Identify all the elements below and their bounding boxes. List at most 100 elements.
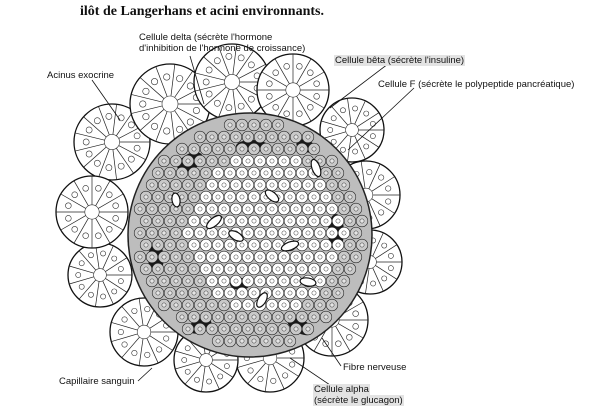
acinar-nucleus — [95, 185, 102, 192]
acinar-lumen — [104, 134, 120, 150]
alpha-cell — [235, 310, 249, 324]
acinar-nucleus — [296, 63, 303, 70]
beta-cell — [319, 238, 333, 252]
capillary — [228, 230, 244, 242]
cell-nucleus — [173, 158, 179, 164]
cell-nucleus — [251, 242, 257, 248]
acinar-nucleus — [205, 90, 213, 98]
beta-cell — [229, 154, 243, 168]
alpha-cell — [349, 250, 363, 264]
cell-nucleus — [191, 314, 197, 320]
cell-nucleus — [245, 134, 251, 140]
alpha-cell — [193, 274, 207, 288]
beta-cell — [307, 286, 321, 300]
acinar-nucleus — [100, 250, 106, 257]
alpha-cell — [307, 142, 321, 156]
alpha-cell — [229, 130, 243, 144]
beta-cell — [295, 286, 309, 300]
cell-nucleus — [215, 170, 221, 176]
alpha-cell — [175, 238, 189, 252]
beta-cell — [187, 238, 201, 252]
beta-cell — [247, 286, 261, 300]
acinar-nucleus — [111, 288, 118, 295]
cell-nucleus — [299, 266, 305, 272]
alpha-cell — [271, 334, 285, 348]
acinar-nucleus — [225, 104, 233, 111]
cell-nucleus — [155, 194, 161, 200]
cell-nucleus — [251, 170, 257, 176]
leader-line — [137, 367, 153, 382]
acinar-lumen — [136, 324, 152, 340]
cell-nucleus — [269, 134, 275, 140]
alpha-cell — [181, 298, 195, 312]
acinar-nucleus — [78, 260, 85, 267]
beta-cell — [265, 298, 279, 312]
alpha-cell — [151, 166, 165, 180]
cell-nucleus — [221, 158, 227, 164]
acinar-cell-wall — [357, 112, 380, 127]
alpha-cell — [151, 214, 165, 228]
cell-nucleus — [161, 302, 167, 308]
cell-nucleus — [287, 170, 293, 176]
cell-nucleus — [245, 158, 251, 164]
cell-nucleus — [287, 338, 293, 344]
alpha-cell — [241, 130, 255, 144]
cell-nucleus — [155, 170, 161, 176]
cell-nucleus — [287, 194, 293, 200]
beta-cell — [193, 250, 207, 264]
acinar-cell-wall — [112, 149, 117, 180]
cell-nucleus — [275, 266, 281, 272]
alpha-cell — [235, 142, 249, 156]
alpha-cell — [187, 310, 201, 324]
cell-nucleus — [257, 206, 263, 212]
beta-cell — [211, 286, 225, 300]
acinar-nucleus — [131, 350, 138, 357]
acinar-cell-wall — [203, 86, 227, 108]
beta-cell — [277, 202, 291, 216]
cell-nucleus — [317, 278, 323, 284]
acinar-nucleus — [194, 376, 200, 383]
acinar-cell-wall — [69, 265, 94, 274]
cell-nucleus — [341, 230, 347, 236]
beta-cell — [223, 238, 237, 252]
alpha-cell — [259, 142, 273, 156]
capillary — [310, 158, 322, 178]
cell-nucleus — [263, 170, 269, 176]
label-fibre: Fibre nerveuse — [343, 362, 407, 373]
cell-nucleus — [311, 146, 317, 152]
cell-nucleus — [221, 326, 227, 332]
cell-nucleus — [239, 218, 245, 224]
cell-nucleus — [161, 254, 167, 260]
alpha-cell — [175, 214, 189, 228]
acinar-cell-wall — [174, 70, 194, 98]
beta-cell — [331, 238, 345, 252]
cell-nucleus — [311, 218, 317, 224]
cell-nucleus — [227, 146, 233, 152]
acinar-nucleus — [163, 73, 171, 81]
acinar-nucleus — [381, 275, 388, 282]
cell-nucleus — [197, 230, 203, 236]
acinus — [73, 103, 151, 181]
beta-cell — [223, 166, 237, 180]
beta-cell — [241, 202, 255, 216]
alpha-cell — [175, 286, 189, 300]
beta-cell — [247, 262, 261, 276]
acinar-nucleus — [144, 351, 151, 358]
acinar-cell-wall — [232, 44, 237, 75]
acinar-nucleus — [352, 148, 358, 155]
beta-cell — [319, 190, 333, 204]
cell-nucleus — [143, 218, 149, 224]
leader-line — [91, 79, 121, 121]
cell-nucleus — [317, 206, 323, 212]
cell-nucleus — [215, 338, 221, 344]
cell-nucleus — [341, 206, 347, 212]
acinar-lumen — [285, 82, 301, 98]
acinar-cell-wall — [203, 56, 227, 78]
acinar-cell-wall — [116, 110, 134, 136]
cell-nucleus — [341, 254, 347, 260]
cell-nucleus — [251, 218, 257, 224]
alpha-cell — [271, 118, 285, 132]
cell-nucleus — [197, 326, 203, 332]
cell-nucleus — [173, 302, 179, 308]
cell-nucleus — [281, 278, 287, 284]
